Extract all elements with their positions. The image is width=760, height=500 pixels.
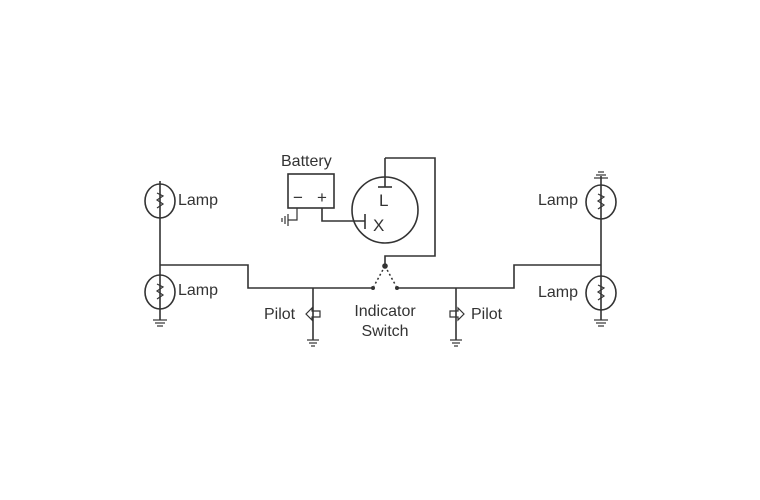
pilot-label-right: Pilot bbox=[471, 306, 503, 323]
lamp-icon bbox=[585, 184, 617, 220]
ground-icon bbox=[450, 339, 462, 347]
switch-label-line2: Switch bbox=[361, 323, 408, 340]
ground-icon bbox=[307, 339, 319, 347]
left-circuit-wire bbox=[160, 264, 373, 289]
pilot-arrow-icon bbox=[305, 306, 321, 322]
lamp-icon bbox=[585, 275, 617, 311]
lamp-label-right-bottom: Lamp bbox=[538, 284, 578, 301]
battery: Battery − + bbox=[281, 153, 365, 226]
flasher-output-wire bbox=[384, 157, 436, 264]
lamp-label-right-top: Lamp bbox=[538, 192, 578, 209]
flasher-unit-icon: L X bbox=[351, 158, 419, 244]
ground-icon bbox=[153, 319, 167, 327]
battery-negative-wire bbox=[288, 208, 298, 221]
battery-positive-wire bbox=[321, 208, 365, 222]
ground-icon bbox=[281, 214, 289, 226]
pilot-arrow-icon bbox=[449, 306, 465, 322]
ground-icon bbox=[594, 171, 608, 179]
battery-plus: + bbox=[317, 188, 327, 207]
flasher-terminal-x: X bbox=[373, 216, 384, 235]
battery-label: Battery bbox=[281, 153, 332, 170]
lamp-icon bbox=[144, 183, 176, 219]
battery-icon bbox=[287, 173, 335, 209]
lamp-icon bbox=[144, 274, 176, 310]
ground-icon bbox=[594, 319, 608, 327]
switch-label-line1: Indicator bbox=[354, 303, 416, 320]
lamp-label-left-bottom: Lamp bbox=[178, 282, 218, 299]
battery-minus: − bbox=[293, 188, 303, 207]
pilot-label-left: Pilot bbox=[264, 306, 296, 323]
lamp-label-left-top: Lamp bbox=[178, 192, 218, 209]
flasher-terminal-l: L bbox=[379, 191, 388, 210]
indicator-switch: Indicator Switch bbox=[354, 263, 416, 340]
